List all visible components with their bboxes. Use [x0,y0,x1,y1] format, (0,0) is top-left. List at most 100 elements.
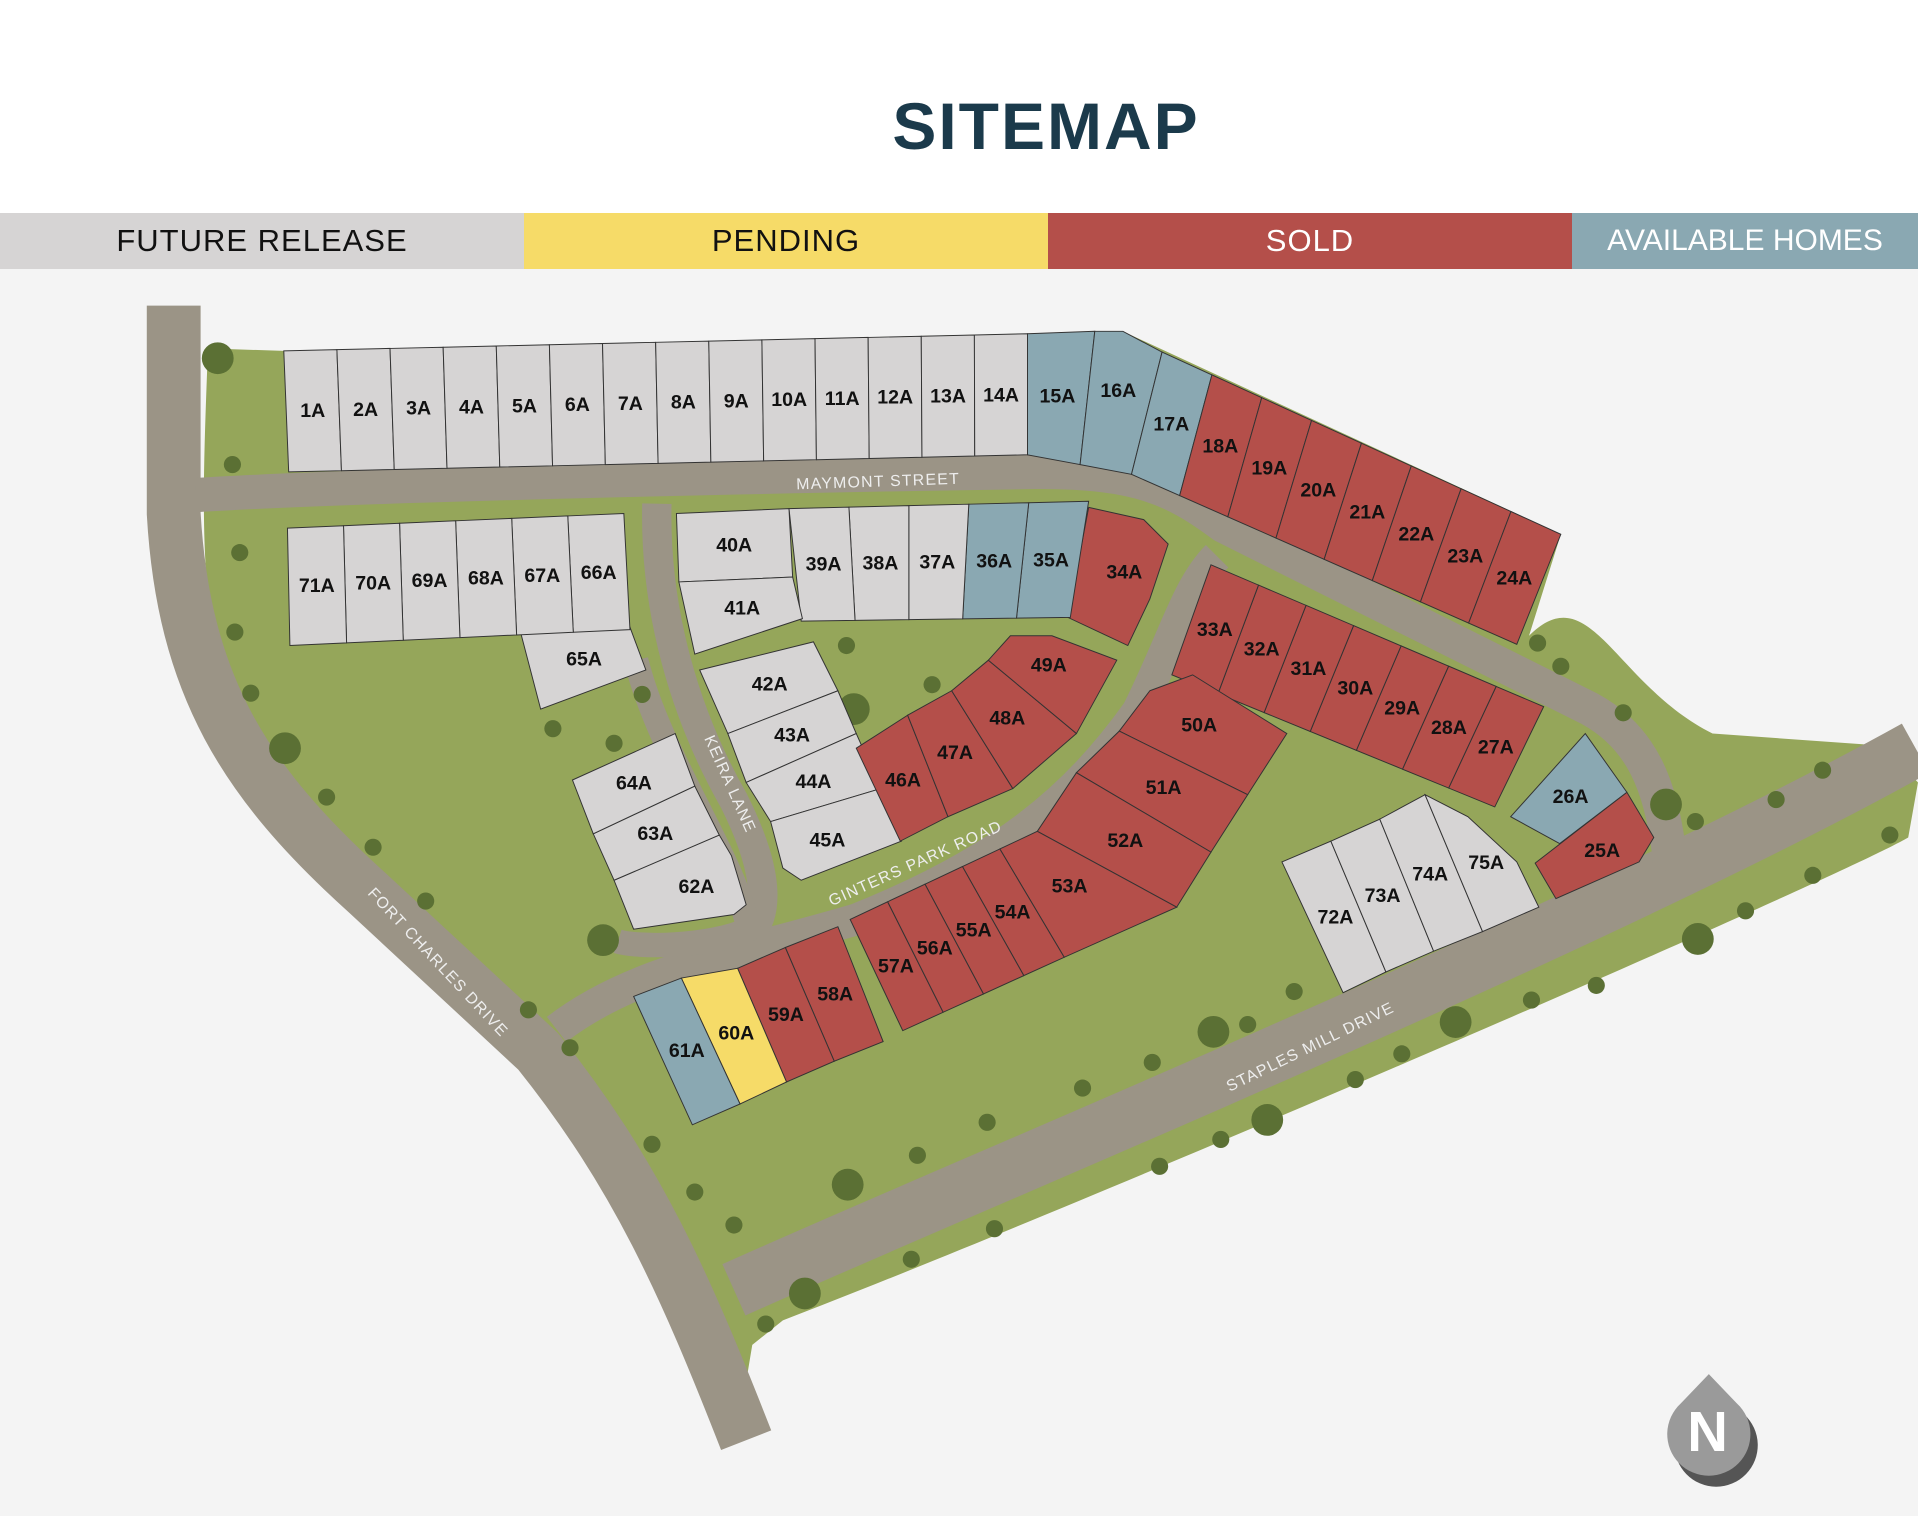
lot-shape[interactable] [632,977,741,1126]
lot-label: 41A [724,597,760,619]
lot-label: 51A [1146,777,1182,799]
lot-40a[interactable]: 40A [675,508,794,583]
lot-48a[interactable]: 48A [951,659,1078,790]
road-staples-mill [722,723,1918,1316]
lot-11a[interactable]: 11A [814,336,870,461]
lot-shape[interactable] [788,506,856,622]
tree-icon [686,1183,704,1201]
lot-label: 56A [917,937,953,959]
lot-shape[interactable] [987,635,1118,735]
lot-15a[interactable]: 15A [1027,330,1096,466]
lot-shape[interactable] [1118,674,1288,796]
lot-39a[interactable]: 39A [788,506,856,622]
lot-shape[interactable] [1509,732,1628,845]
lot-69a[interactable]: 69A [399,520,461,641]
tree-icon [902,1250,920,1268]
lot-shape[interactable] [1424,793,1540,933]
lot-49a[interactable]: 49A [987,635,1118,735]
tree-icon [1393,1045,1411,1063]
legend-label: SOLD [1265,223,1355,258]
lot-5a[interactable]: 5A [495,344,554,468]
lot-label: 8A [671,392,696,414]
lot-66a[interactable]: 66A [567,512,631,633]
legend-pending: PENDING [524,213,1048,269]
tree-icon [544,720,562,738]
lot-6a[interactable]: 6A [548,343,606,467]
lot-70a[interactable]: 70A [343,522,404,644]
lot-42a[interactable]: 42A [698,641,839,735]
lot-label: 17A [1153,414,1189,436]
lot-2a[interactable]: 2A [336,347,395,472]
lot-50a[interactable]: 50A [1118,674,1288,796]
lot-62a[interactable]: 62A [613,834,747,930]
lot-44a[interactable]: 44A [745,732,882,823]
lot-12a[interactable]: 12A [867,335,923,459]
lot-4a[interactable]: 4A [442,345,501,469]
lot-54a[interactable]: 54A [961,848,1065,977]
lot-57a[interactable]: 57A [849,901,944,1032]
tree-icon [1197,1015,1230,1048]
lot-label: 53A [1052,876,1088,898]
legend-label: AVAILABLE HOMES [1607,224,1883,257]
lot-10a[interactable]: 10A [761,338,817,462]
lot-label: 16A [1100,380,1136,402]
lot-shape[interactable] [571,732,696,835]
lot-shape[interactable] [1467,510,1562,645]
lot-64a[interactable]: 64A [571,732,696,835]
lot-61a[interactable]: 61A [632,977,741,1126]
lot-24a[interactable]: 24A [1467,510,1562,645]
lot-shape[interactable] [770,787,903,881]
lot-75a[interactable]: 75A [1424,793,1540,933]
lot-31a[interactable]: 31A [1263,604,1355,733]
tree-icon [837,636,856,655]
lot-label: 60A [718,1022,754,1044]
lot-37a[interactable]: 37A [908,503,970,621]
lot-29a[interactable]: 29A [1355,645,1450,770]
lot-67a[interactable]: 67A [511,515,574,636]
lot-3a[interactable]: 3A [389,346,448,470]
lot-45a[interactable]: 45A [770,787,903,881]
lot-shape[interactable] [678,576,804,655]
lot-30a[interactable]: 30A [1309,624,1402,751]
tree-icon [985,1220,1004,1238]
lot-22a[interactable]: 22A [1371,465,1462,603]
compass-icon [1667,1374,1751,1476]
lot-8a[interactable]: 8A [655,340,712,464]
lot-label: 54A [995,902,1031,924]
tree-icon [1346,1070,1364,1089]
lot-label: 62A [678,876,714,898]
lot-38a[interactable]: 38A [848,505,910,621]
tree-icon [1143,1053,1161,1071]
lot-73a[interactable]: 73A [1330,818,1435,973]
tree-icon [1439,1006,1472,1038]
lot-21a[interactable]: 21A [1323,442,1412,582]
lot-label: 66A [581,562,617,584]
lot-label: 4A [459,397,484,419]
tree-icon [318,788,336,806]
tree-icon [201,342,234,375]
lot-36a[interactable]: 36A [962,502,1030,620]
lot-34a[interactable]: 34A [1067,506,1169,647]
tree-icon [1212,1130,1230,1149]
tree-icon [757,1315,775,1333]
lot-shape[interactable] [849,901,944,1032]
lot-14a[interactable]: 14A [973,333,1028,457]
lot-7a[interactable]: 7A [602,341,659,466]
road-maymont [194,454,1688,872]
tree-icon [1529,634,1547,652]
lot-label: 23A [1447,546,1483,568]
lot-shape[interactable] [286,525,348,647]
lot-9a[interactable]: 9A [708,339,765,463]
lot-1a[interactable]: 1A [283,349,342,473]
lot-68a[interactable]: 68A [455,517,518,639]
lot-26a[interactable]: 26A [1509,732,1628,845]
lot-label: 75A [1468,852,1504,874]
lot-label: 33A [1197,619,1233,641]
lot-41a[interactable]: 41A [678,576,804,655]
tree-icon [605,734,623,752]
lot-13a[interactable]: 13A [920,334,976,458]
lot-label: 28A [1431,717,1467,739]
lot-19a[interactable]: 19A [1227,396,1313,539]
lot-35a[interactable]: 35A [1015,500,1090,619]
lot-71a[interactable]: 71A [286,525,348,647]
